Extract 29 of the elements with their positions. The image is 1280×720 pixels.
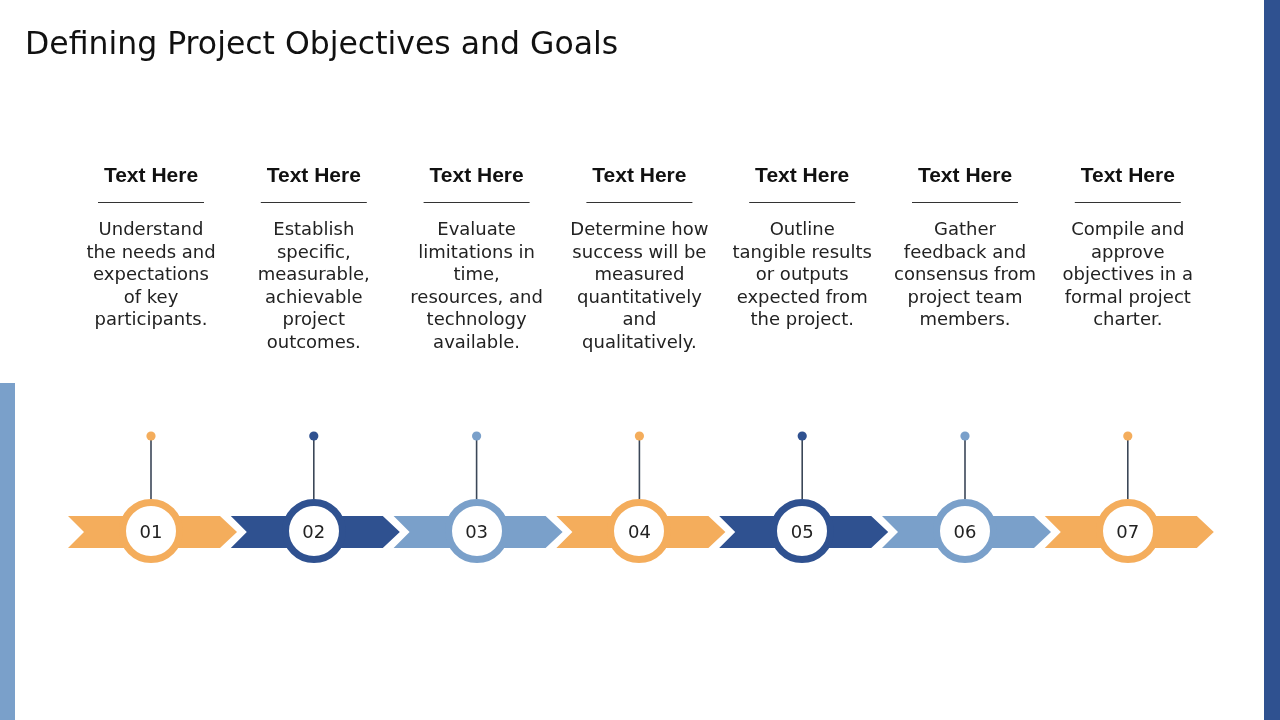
step-heading: Text Here	[916, 163, 1014, 187]
step-description: Understand the needs and expectations of key participants.	[85, 218, 217, 331]
step-heading: Text Here	[102, 163, 200, 187]
step-number: 07	[1116, 520, 1140, 542]
step-description: Determine how success will be measured quantitatively and qualitatively.	[569, 218, 710, 353]
leader-line	[634, 431, 644, 500]
step-number: 03	[465, 520, 489, 542]
step-heading: Text Here	[754, 163, 851, 187]
leader-line	[960, 431, 970, 500]
step-heading: Text Here	[591, 163, 688, 187]
leader-line	[1123, 431, 1133, 500]
step-description: Outline tangible results or outputs expected from the project.	[731, 218, 873, 331]
leader-line	[146, 431, 156, 500]
step-number: 06	[953, 520, 977, 542]
leader-line	[472, 431, 482, 500]
step-number: 01	[139, 520, 163, 542]
step-number: 05	[790, 520, 814, 542]
step-heading: Text Here	[1079, 163, 1176, 187]
step-description: Compile and approve objectives in a formal project charter.	[1061, 218, 1195, 331]
step-description: Evaluate limitations in time, resources, and technology available.	[409, 218, 544, 353]
step-heading: Text Here	[428, 163, 525, 187]
leader-line	[797, 431, 807, 500]
step-number: 04	[627, 520, 651, 542]
step-heading: Text Here	[265, 163, 362, 187]
slide-title: Defining Project Objectives and Goals	[25, 24, 619, 62]
step-description: Gather feedback and consensus from project team members.	[893, 218, 1037, 331]
leader-line	[309, 431, 319, 500]
step-number: 02	[302, 520, 326, 542]
step-description: Establish specific, measurable, achievable project outcomes.	[256, 218, 371, 353]
